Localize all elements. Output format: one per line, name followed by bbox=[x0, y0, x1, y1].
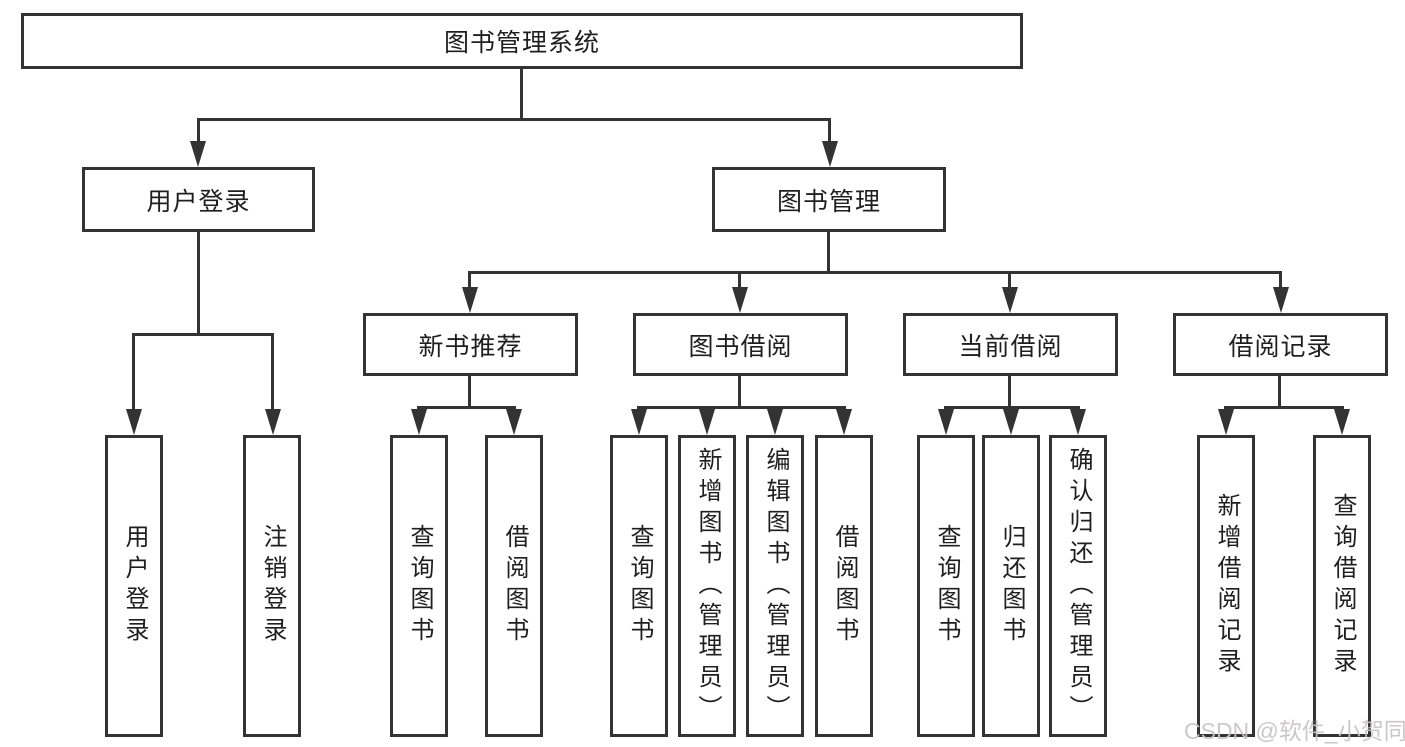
arrow-down-icon bbox=[190, 141, 206, 167]
node-current-borrow-label: 当前借阅 bbox=[958, 332, 1063, 361]
arrow-down-icon bbox=[1218, 409, 1234, 435]
connector-line bbox=[132, 333, 135, 411]
node-borrow-records-label: 借阅记录 bbox=[1228, 332, 1333, 361]
node-current-borrow: 当前借阅 bbox=[903, 313, 1118, 376]
connector-line bbox=[417, 406, 516, 409]
node-book-borrow: 图书借阅 bbox=[633, 313, 848, 376]
arrow-down-icon bbox=[699, 409, 715, 435]
connector-line bbox=[828, 118, 831, 146]
leaf-borrow-edit-book-admin: 编辑图书（管理员） bbox=[746, 435, 804, 737]
arrow-down-icon bbox=[1273, 287, 1289, 313]
connector-line bbox=[637, 406, 846, 409]
connector-line bbox=[520, 69, 523, 119]
connector-line bbox=[271, 333, 274, 411]
leaf-newbooks-query-book: 查询图书 bbox=[390, 435, 448, 737]
arrow-down-icon bbox=[411, 409, 427, 435]
arrow-down-icon bbox=[836, 409, 852, 435]
arrow-down-icon bbox=[938, 409, 954, 435]
connector-line bbox=[1279, 271, 1282, 291]
arrow-down-icon bbox=[732, 287, 748, 313]
node-new-book-recommend-label: 新书推荐 bbox=[418, 332, 523, 361]
arrow-down-icon bbox=[1002, 287, 1018, 313]
arrow-down-icon bbox=[126, 409, 142, 435]
node-root-label: 图书管理系统 bbox=[443, 29, 600, 57]
arrow-down-icon bbox=[1070, 409, 1086, 435]
connector-line bbox=[468, 271, 471, 291]
leaf-borrow-borrow-book: 借阅图书 bbox=[815, 435, 873, 737]
arrow-down-icon bbox=[767, 409, 783, 435]
arrow-down-icon bbox=[1334, 409, 1350, 435]
csdn-watermark: CSDN @软件_小贺同学 bbox=[1184, 718, 1405, 744]
arrow-down-icon bbox=[631, 409, 647, 435]
node-user-login-label: 用户登录 bbox=[146, 187, 251, 216]
arrow-down-icon bbox=[506, 409, 522, 435]
node-root: 图书管理系统 bbox=[21, 13, 1023, 69]
connector-line bbox=[197, 118, 200, 146]
connector-line bbox=[1008, 271, 1011, 291]
leaf-records-add-record: 新增借阅记录 bbox=[1197, 435, 1255, 737]
leaf-current-return-book: 归还图书 bbox=[982, 435, 1040, 737]
leaf-records-query-record: 查询借阅记录 bbox=[1313, 435, 1371, 737]
node-book-management: 图书管理 bbox=[712, 167, 946, 232]
node-new-book-recommend: 新书推荐 bbox=[363, 313, 578, 376]
connector-line bbox=[468, 376, 471, 409]
connector-line bbox=[738, 376, 741, 409]
node-book-management-label: 图书管理 bbox=[776, 187, 881, 216]
connector-line bbox=[197, 118, 831, 121]
connector-line bbox=[827, 232, 830, 274]
connector-line bbox=[1278, 376, 1281, 409]
leaf-newbooks-borrow-book: 借阅图书 bbox=[485, 435, 543, 737]
leaf-user-login: 用户登录 bbox=[105, 435, 163, 737]
arrow-down-icon bbox=[265, 409, 281, 435]
connector-line bbox=[1008, 376, 1011, 409]
connector-line bbox=[468, 271, 1282, 274]
connector-line bbox=[944, 406, 1080, 409]
connector-line bbox=[132, 333, 274, 336]
connector-line bbox=[738, 271, 741, 291]
arrow-down-icon bbox=[822, 141, 838, 167]
leaf-current-confirm-return-admin: 确认归还（管理员） bbox=[1049, 435, 1107, 737]
connector-line bbox=[1224, 406, 1344, 409]
arrow-down-icon bbox=[462, 287, 478, 313]
leaf-current-query-book: 查询图书 bbox=[917, 435, 975, 737]
node-borrow-records: 借阅记录 bbox=[1173, 313, 1388, 376]
node-book-borrow-label: 图书借阅 bbox=[688, 332, 793, 361]
leaf-logout: 注销登录 bbox=[243, 435, 301, 737]
node-user-login: 用户登录 bbox=[82, 167, 315, 232]
leaf-borrow-add-book-admin: 新增图书（管理员） bbox=[678, 435, 736, 737]
leaf-borrow-query-book: 查询图书 bbox=[610, 435, 668, 737]
connector-line bbox=[197, 232, 200, 336]
arrow-down-icon bbox=[1003, 409, 1019, 435]
